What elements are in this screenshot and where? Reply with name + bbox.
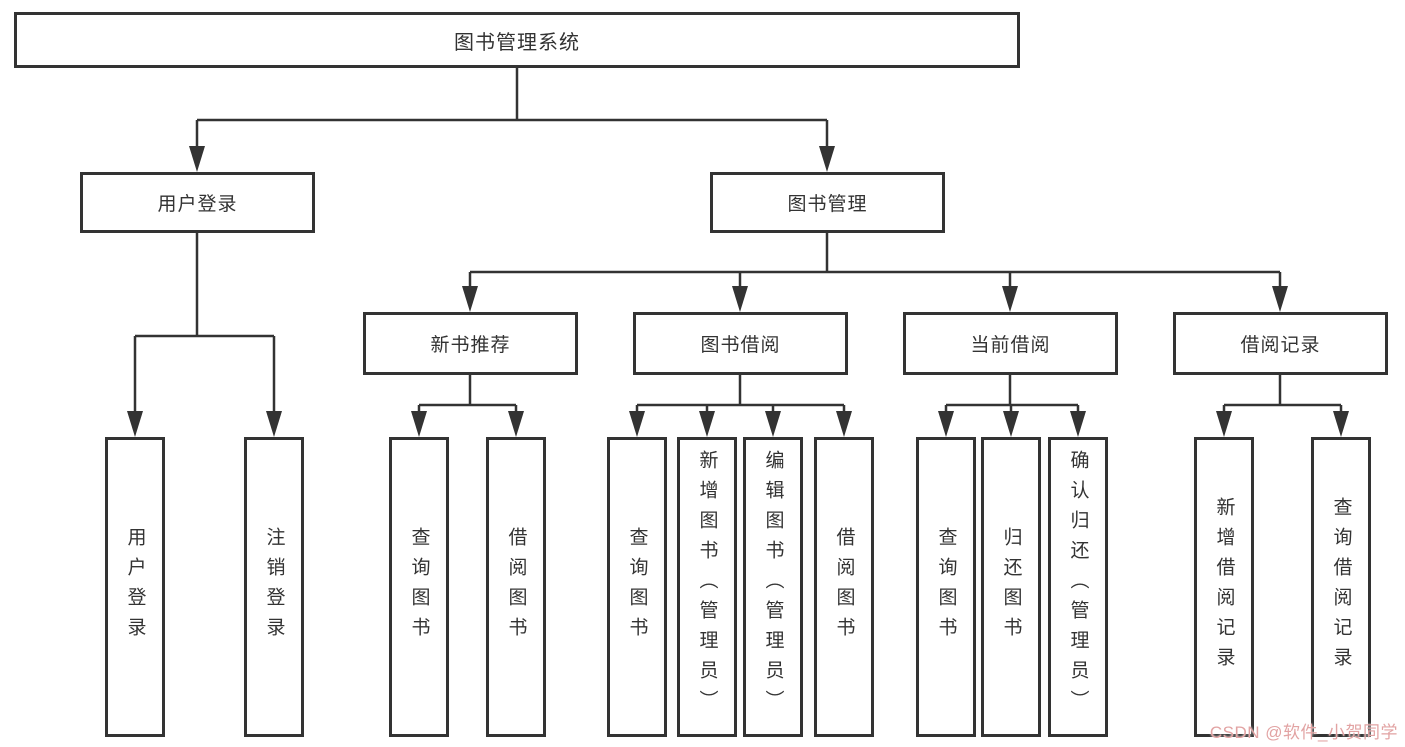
arrow-down-icon <box>127 411 143 437</box>
arrow-down-icon <box>411 411 427 437</box>
node-borrow-records: 借阅记录 <box>1173 312 1388 375</box>
node-label: 图书借阅 <box>700 335 781 356</box>
node-label: 新书推荐 <box>430 335 511 356</box>
csdn-watermark: CSDN @软件_小贺同学 <box>1209 723 1398 742</box>
node-label: 当前借阅 <box>970 335 1051 356</box>
leaf-add-borrow-record: 新增借阅记录 <box>1194 437 1254 737</box>
arrow-down-icon <box>508 411 524 437</box>
leaf-label: 查询借阅记录 <box>1330 497 1352 677</box>
leaf-add-books-admin: 新增图书（管理员） <box>677 437 737 737</box>
leaf-confirm-return-admin: 确认归还（管理员） <box>1048 437 1108 737</box>
leaf-user-login: 用户登录 <box>105 437 165 737</box>
connector-user-login-to-leaves <box>133 233 276 415</box>
node-library-management-system: 图书管理系统 <box>14 12 1020 68</box>
leaf-label: 查询图书 <box>626 527 648 647</box>
connector-book-management-to-level3 <box>468 233 1282 290</box>
node-new-book-recommend: 新书推荐 <box>363 312 578 375</box>
connector-root-to-level2 <box>195 68 829 150</box>
connector-new-book-recommend-to-leaves <box>417 375 518 415</box>
leaf-label: 确认归还（管理员） <box>1067 450 1089 720</box>
node-current-borrow: 当前借阅 <box>903 312 1118 375</box>
node-user-login: 用户登录 <box>80 172 315 233</box>
node-label: 用户登录 <box>157 194 238 215</box>
arrow-down-icon <box>629 411 645 437</box>
leaf-query-books: 查询图书 <box>607 437 667 737</box>
leaf-query-books: 查询图书 <box>916 437 976 737</box>
arrow-down-icon <box>938 411 954 437</box>
arrow-down-icon <box>1070 411 1086 437</box>
leaf-label: 归还图书 <box>1000 527 1022 647</box>
arrow-down-icon <box>1333 411 1349 437</box>
arrow-down-icon <box>819 146 835 172</box>
arrow-down-icon <box>266 411 282 437</box>
node-book-management: 图书管理 <box>710 172 945 233</box>
node-book-borrow: 图书借阅 <box>633 312 848 375</box>
arrow-down-icon <box>462 286 478 312</box>
leaf-label: 借阅图书 <box>505 527 527 647</box>
leaf-label: 编辑图书（管理员） <box>762 450 784 720</box>
leaf-label: 查询图书 <box>408 527 430 647</box>
arrow-down-icon <box>699 411 715 437</box>
arrow-down-icon <box>1003 411 1019 437</box>
leaf-return-books: 归还图书 <box>981 437 1041 737</box>
arrow-down-icon <box>836 411 852 437</box>
leaf-query-borrow-record: 查询借阅记录 <box>1311 437 1371 737</box>
node-label: 借阅记录 <box>1240 335 1321 356</box>
leaf-logout: 注销登录 <box>244 437 304 737</box>
arrow-down-icon <box>189 146 205 172</box>
connector-current-borrow-to-leaves <box>944 375 1080 415</box>
node-label: 图书管理系统 <box>454 31 580 54</box>
arrow-down-icon <box>732 286 748 312</box>
leaf-label: 新增图书（管理员） <box>696 450 718 720</box>
connector-borrow-records-to-leaves <box>1222 375 1343 415</box>
leaf-label: 新增借阅记录 <box>1213 497 1235 677</box>
leaf-label: 注销登录 <box>263 527 285 647</box>
arrow-down-icon <box>1272 286 1288 312</box>
node-label: 图书管理 <box>787 194 868 215</box>
leaf-query-books: 查询图书 <box>389 437 449 737</box>
leaf-borrow-books: 借阅图书 <box>486 437 546 737</box>
arrow-down-icon <box>1002 286 1018 312</box>
leaf-label: 查询图书 <box>935 527 957 647</box>
leaf-label: 借阅图书 <box>833 527 855 647</box>
connector-book-borrow-to-leaves <box>635 375 846 415</box>
leaf-label: 用户登录 <box>124 527 146 647</box>
leaf-edit-books-admin: 编辑图书（管理员） <box>743 437 803 737</box>
arrow-down-icon <box>765 411 781 437</box>
leaf-borrow-books: 借阅图书 <box>814 437 874 737</box>
arrow-down-icon <box>1216 411 1232 437</box>
